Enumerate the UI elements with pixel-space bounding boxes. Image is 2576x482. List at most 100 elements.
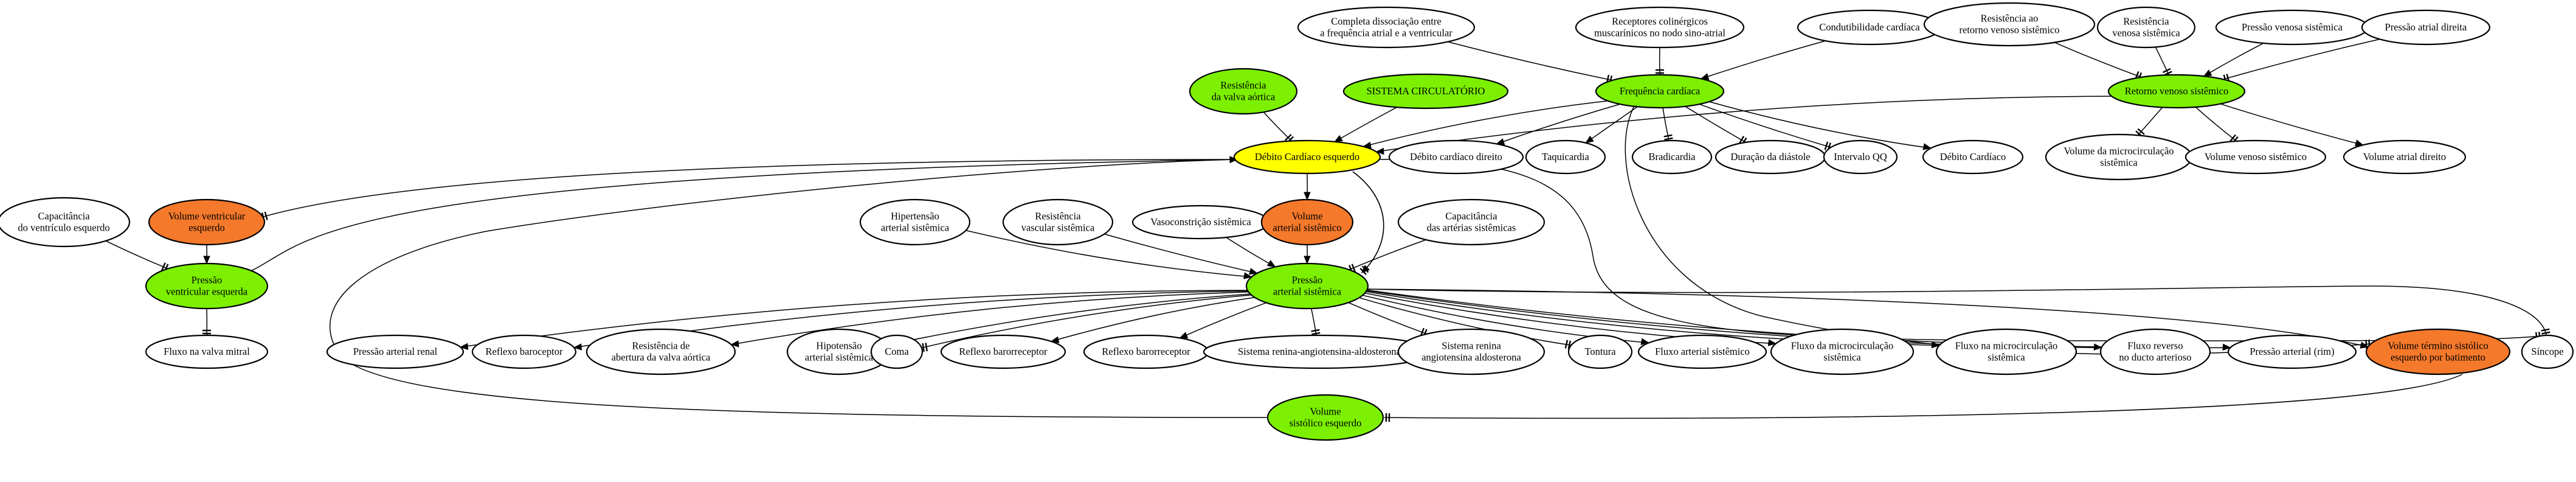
edge-line [1365,288,2369,348]
node-shape [1266,394,1384,441]
arrowhead [2222,343,2231,351]
node-label: no ducto arterioso [2119,352,2191,363]
node-label: Hipertensão [891,211,939,222]
edge-line [1448,41,1613,81]
node-debito-esq[interactable]: Débito Cardíaco esquerdo [1233,139,1381,175]
node-label: retorno venoso sistêmico [1960,24,2060,36]
tee-mark [1567,340,1572,349]
node-label: Capacitância [1445,211,1497,222]
node-fluxo-art[interactable]: Fluxo arterial sistêmico [1637,334,1767,369]
node-pressao-rim[interactable]: Pressão arterial (rim) [2227,334,2357,369]
node-shape [326,334,464,369]
node-label: esquerdo [188,222,225,234]
arrowhead [1922,143,1932,150]
node-intervalo[interactable]: Intervalo QQ [1823,139,1898,175]
node-label: Reflexo baroceptor [486,346,563,357]
tee-mark [264,211,268,220]
node-label: da valva aórtica [1212,91,1276,103]
node-debito-cardiaco[interactable]: Débito Cardíaco [1922,139,2024,175]
tee-mark [1824,141,1829,150]
node-bradicardia[interactable]: Bradicardia [1631,139,1713,175]
node-reflexo-barorr1[interactable]: Reflexo barorreceptor [940,334,1066,369]
edge-pressao_art-to-debito_esq [1352,171,1384,275]
tee-mark [922,343,925,352]
node-taquicardia[interactable]: Taquicardia [1525,139,1606,175]
edge-vol_arterial-to-pressao_art [1304,244,1311,265]
node-label: abertura da valva aórtica [612,352,711,363]
node-label: Fluxo reverso [2127,340,2183,352]
edge-pressao_atrial_dir-to-retorno [2223,38,2380,83]
node-pressao-venosa[interactable]: Pressão venosa sistêmica [2215,9,2369,46]
arrowhead [1304,192,1311,201]
node-label: Fluxo na valva mitral [164,346,250,357]
node-pressao-atrial-dir[interactable]: Pressão atrial direita [2361,9,2491,46]
edge-line [233,159,1238,278]
node-sistema[interactable]: SISTEMA CIRCULATÓRIO [1342,73,1509,110]
node-shape [1922,139,2024,175]
edge-retorno-to-vol_atrial_dir [2220,103,2364,147]
node-label: Resistência [1035,211,1081,222]
edge-line [1051,296,1255,342]
node-pressao-renal[interactable]: Pressão arterial renal [326,334,464,369]
node-sra1[interactable]: Sistema renina-angiotensina-aldosterona [1203,334,1436,369]
node-label: sistêmica [2100,157,2138,169]
edge-line [1104,233,1257,274]
node-sincope[interactable]: Síncope [2521,334,2574,369]
edge-line [2137,107,2163,136]
node-diastole[interactable]: Duração da diástole [1714,139,1826,175]
edge-line [1348,239,1426,270]
node-label: Receptores colinérgicos [1612,16,1708,27]
node-freq[interactable]: Frequência cardíaca [1595,74,1725,109]
node-shape [2343,139,2467,175]
node-label: Pressão venosa sistêmica [2242,21,2343,33]
arrowhead [1229,156,1238,164]
node-condutibilidade[interactable]: Condutibilidade cardíaca [1797,9,1942,46]
edge-line [1662,107,1670,141]
node-debito-dir[interactable]: Débito cardíaco direito [1388,139,1524,175]
edge-vol_sistolico-to-debito_esq [329,156,1269,418]
node-coma[interactable]: Coma [870,334,924,369]
node-reflexo-barorr2[interactable]: Reflexo barorreceptor [1083,334,1209,369]
node-shape [870,334,924,369]
arrowhead [1375,147,1384,155]
node-fluxo-mitral[interactable]: Fluxo na valva mitral [145,334,269,369]
edge-line [460,290,1248,348]
node-label: Resistência ao [1981,13,2039,24]
edge-receptores-to-freq [1656,47,1664,75]
edge-condutibilidade-to-freq [1700,40,1826,80]
arrowhead [1249,268,1259,275]
edge-line [1701,40,1826,80]
node-tontura[interactable]: Tontura [1567,334,1633,369]
tee-mark [161,262,166,271]
node-vol-venoso[interactable]: Volume venoso sistêmico [2184,139,2327,175]
node-label: Fluxo na microcirculação [1955,340,2058,352]
node-reflexo-baro[interactable]: Reflexo baroceptor [471,334,577,369]
arrowhead [1266,260,1276,268]
arrowhead [1304,256,1311,265]
node-vasoconstricao[interactable]: Vasoconstrição sistêmica [1131,204,1270,240]
node-retorno[interactable]: Retorno venoso sistêmico [2107,74,2246,109]
node-vol-atrial-dir[interactable]: Volume atrial direito [2343,139,2467,175]
